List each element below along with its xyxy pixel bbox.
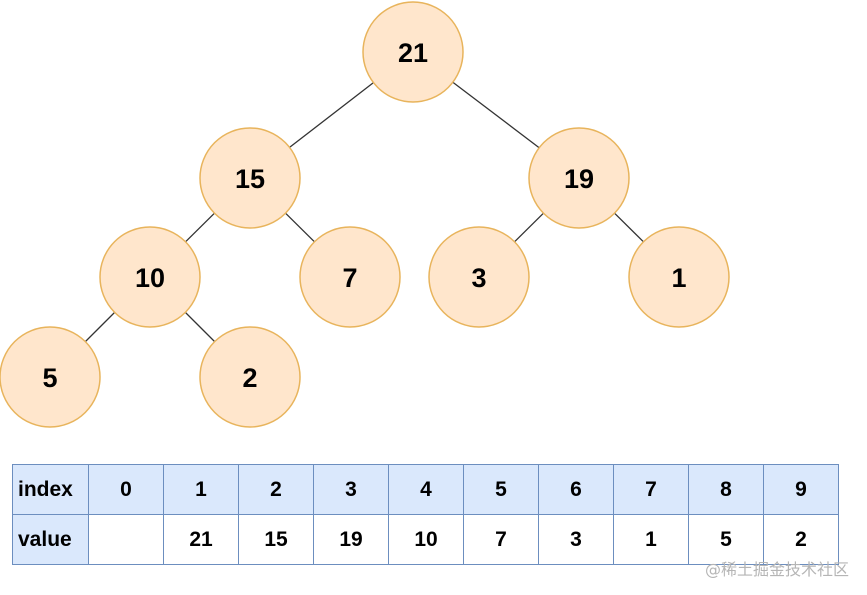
tree-node-circle: [199, 127, 301, 229]
index-cell: 9: [763, 464, 839, 515]
index-cell: 7: [613, 464, 689, 515]
tree-edge: [185, 212, 215, 243]
value-cell: 2: [763, 514, 839, 565]
watermark-text: @稀土掘金技术社区: [704, 560, 849, 579]
tree-node: 5: [0, 326, 101, 428]
tree-node: 19: [528, 127, 630, 229]
tree-node-circle: [0, 326, 101, 428]
value-cell: 5: [688, 514, 764, 565]
tree-node-value: 19: [564, 164, 594, 194]
tree-node-circle: [299, 226, 401, 328]
value-cell: 21: [163, 514, 239, 565]
tree-edge: [614, 212, 644, 243]
index-header: index: [12, 464, 89, 515]
index-cell: 6: [538, 464, 614, 515]
tree-edge: [289, 82, 374, 148]
tree-node-value: 10: [135, 263, 165, 293]
value-cell: [88, 514, 164, 565]
index-cell: 8: [688, 464, 764, 515]
value-cell: 10: [388, 514, 464, 565]
value-header: value: [12, 514, 89, 565]
value-cell: 19: [313, 514, 389, 565]
tree-node-value: 15: [235, 164, 265, 194]
tree-node-circle: [199, 326, 301, 428]
tree-node-value: 7: [342, 263, 357, 293]
tree-edges: [84, 81, 644, 343]
tree-edge: [514, 212, 544, 243]
tree-node: 21: [362, 1, 464, 103]
tree-node-value: 2: [242, 363, 257, 393]
tree-node: 1: [628, 226, 730, 328]
tree-node-circle: [628, 226, 730, 328]
tree-node-circle: [528, 127, 630, 229]
tree-node-circle: [428, 226, 530, 328]
tree-node: 10: [99, 226, 201, 328]
index-cell: 0: [88, 464, 164, 515]
tree-edge: [452, 81, 540, 149]
index-cell: 1: [163, 464, 239, 515]
index-cell: 3: [313, 464, 389, 515]
value-cell: 3: [538, 514, 614, 565]
tree-node: 3: [428, 226, 530, 328]
tree-node: 15: [199, 127, 301, 229]
index-cell: 4: [388, 464, 464, 515]
tree-node-circle: [362, 1, 464, 103]
tree-node: 2: [199, 326, 301, 428]
tree-edge: [184, 311, 216, 343]
value-cell: 1: [613, 514, 689, 565]
index-cell: 5: [463, 464, 539, 515]
tree-node-circle: [99, 226, 201, 328]
index-cell: 2: [238, 464, 314, 515]
tree-node-value: 1: [671, 263, 686, 293]
tree-node: 7: [299, 226, 401, 328]
value-cell: 15: [238, 514, 314, 565]
tree-node-value: 3: [471, 263, 486, 293]
tree-node-value: 21: [398, 38, 428, 68]
value-cell: 7: [463, 514, 539, 565]
tree-edge: [285, 212, 315, 243]
tree-edge: [84, 311, 116, 343]
tree-node-value: 5: [42, 363, 57, 393]
